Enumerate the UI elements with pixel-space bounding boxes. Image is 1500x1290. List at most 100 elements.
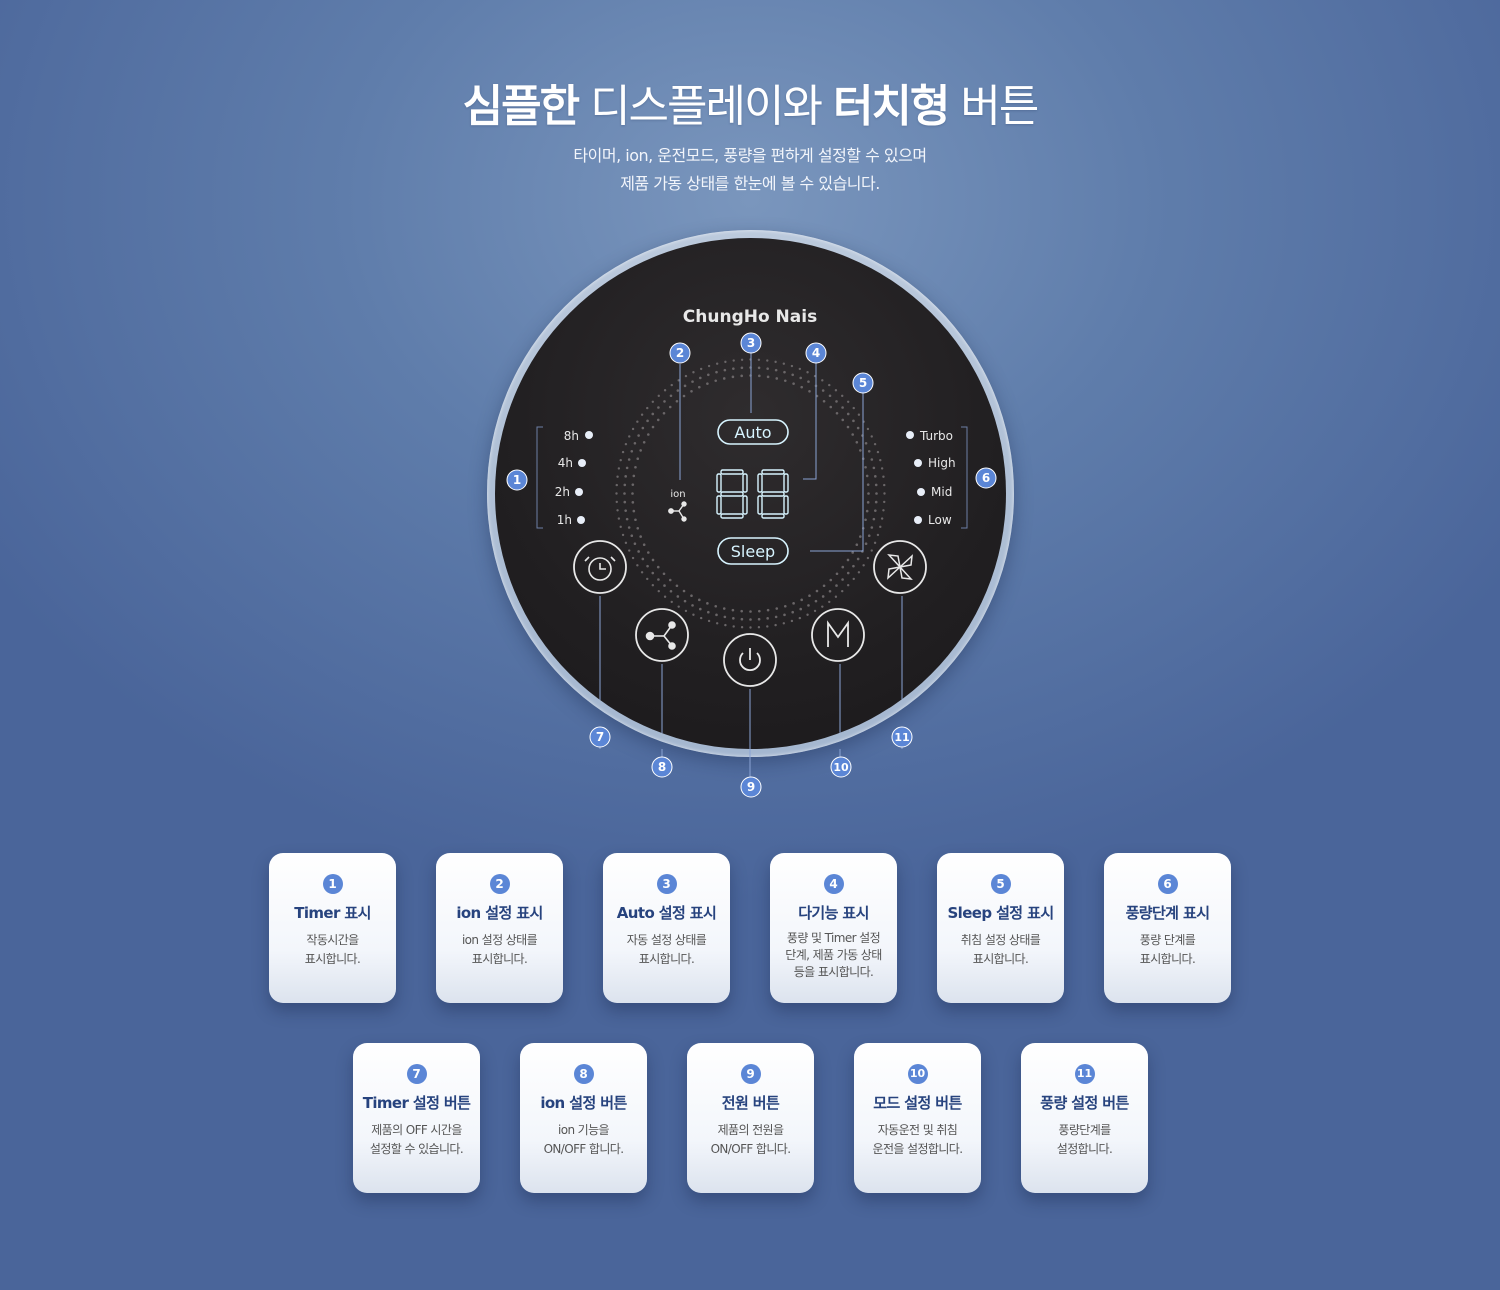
ring-dot	[623, 500, 627, 504]
fan-led-high	[914, 459, 922, 467]
ring-dot	[669, 394, 673, 398]
ring-dot	[631, 492, 634, 495]
display-segment	[783, 495, 789, 515]
card-number-badge: 6	[1157, 874, 1178, 894]
ring-dot	[617, 467, 621, 470]
card-number-badge: 10	[907, 1064, 928, 1084]
card-title: Timer 표시	[294, 904, 371, 922]
ring-dot	[851, 551, 854, 554]
ring-dot	[641, 426, 645, 430]
callout-marker-11	[891, 726, 913, 748]
control-panel: ChungHo Nais 8h 4h 2h 1h Turbo High Mid …	[495, 238, 1006, 749]
ring-dot	[668, 578, 672, 582]
ring-dot	[740, 609, 743, 613]
ring-dot	[866, 483, 870, 486]
ring-dot	[631, 556, 635, 560]
ring-dot	[828, 383, 831, 387]
power-icon	[739, 648, 761, 672]
ring-dot	[874, 509, 877, 512]
ring-dot	[625, 517, 629, 521]
ring-dot	[766, 375, 770, 379]
ring-dot	[732, 625, 735, 628]
callout-marker-label: 11	[894, 731, 909, 744]
ring-dot	[670, 600, 673, 604]
ring-dot	[876, 450, 880, 454]
ion-button[interactable]	[635, 608, 689, 662]
ring-dot	[722, 377, 726, 380]
callout-marker-label: 3	[747, 336, 755, 350]
ring-dot	[872, 517, 876, 521]
ring-dot	[630, 534, 634, 537]
ring-dot	[835, 411, 839, 415]
ring-dot	[732, 359, 735, 362]
ring-dot	[758, 609, 761, 613]
card-number-badge: 3	[656, 874, 677, 894]
ring-dot	[766, 367, 769, 370]
card-description-line: 풍량단계를	[1058, 1123, 1111, 1137]
card-description-line: 표시합니다.	[304, 952, 361, 966]
ring-dot	[707, 364, 711, 368]
fan-speed-button[interactable]	[873, 540, 927, 594]
ring-dot	[707, 619, 711, 623]
ring-dot	[722, 607, 726, 610]
card-description-line: 표시합니다.	[972, 952, 1029, 966]
auto-indicator-pill	[717, 419, 789, 445]
ring-dot	[691, 604, 694, 607]
ring-dot	[883, 492, 886, 495]
ring-dot	[782, 622, 786, 625]
ring-dot	[866, 556, 870, 560]
card-number-badge: 1	[322, 874, 343, 894]
ring-dot	[783, 379, 787, 383]
timer-led-8h	[585, 431, 593, 439]
ring-dot	[841, 406, 844, 409]
callout-marker-10	[830, 756, 852, 778]
ring-dot	[808, 390, 811, 393]
ring-dot	[699, 607, 702, 611]
callout-marker-9	[740, 776, 762, 798]
ring-dot	[691, 380, 694, 383]
fan-bracket	[961, 426, 968, 529]
timer-button[interactable]	[573, 540, 627, 594]
ring-dot	[879, 525, 882, 529]
timer-label-1h: 1h	[557, 513, 572, 527]
ring-dot	[616, 509, 619, 512]
ring-dot	[715, 362, 719, 365]
ring-dot	[676, 389, 680, 392]
ring-dot	[870, 549, 873, 552]
ring-dot	[791, 610, 794, 614]
ring-dot	[846, 400, 850, 403]
ring-dot	[821, 379, 824, 382]
ring-dot	[740, 366, 744, 370]
card-title: Timer 설정 버튼	[362, 1094, 471, 1112]
callout-marker-4	[805, 342, 827, 364]
ring-dot	[646, 577, 649, 581]
card-description-line: 표시합니다.	[638, 952, 695, 966]
callout-marker-label: 10	[833, 761, 849, 774]
ring-dot	[807, 604, 810, 607]
ring-dot	[732, 367, 735, 370]
ring-dot	[870, 435, 873, 438]
ring-dot	[774, 615, 778, 619]
subtitle-line-2: 제품 가동 상태를 한눈에 볼 수 있습니다.	[620, 174, 880, 193]
power-button[interactable]	[723, 633, 777, 687]
callout-marker-3	[740, 332, 762, 354]
ring-dot	[663, 595, 667, 598]
ring-dot	[698, 598, 701, 602]
ring-dot	[699, 376, 702, 380]
ring-dot	[692, 371, 695, 374]
ring-dot	[617, 517, 621, 520]
ion-indicator-icon	[668, 501, 687, 522]
mode-button[interactable]	[811, 608, 865, 662]
ring-dot	[859, 449, 862, 452]
ring-dot	[883, 483, 886, 487]
ring-dot	[651, 425, 655, 429]
ring-dot	[782, 362, 786, 365]
ring-dot	[715, 622, 719, 625]
